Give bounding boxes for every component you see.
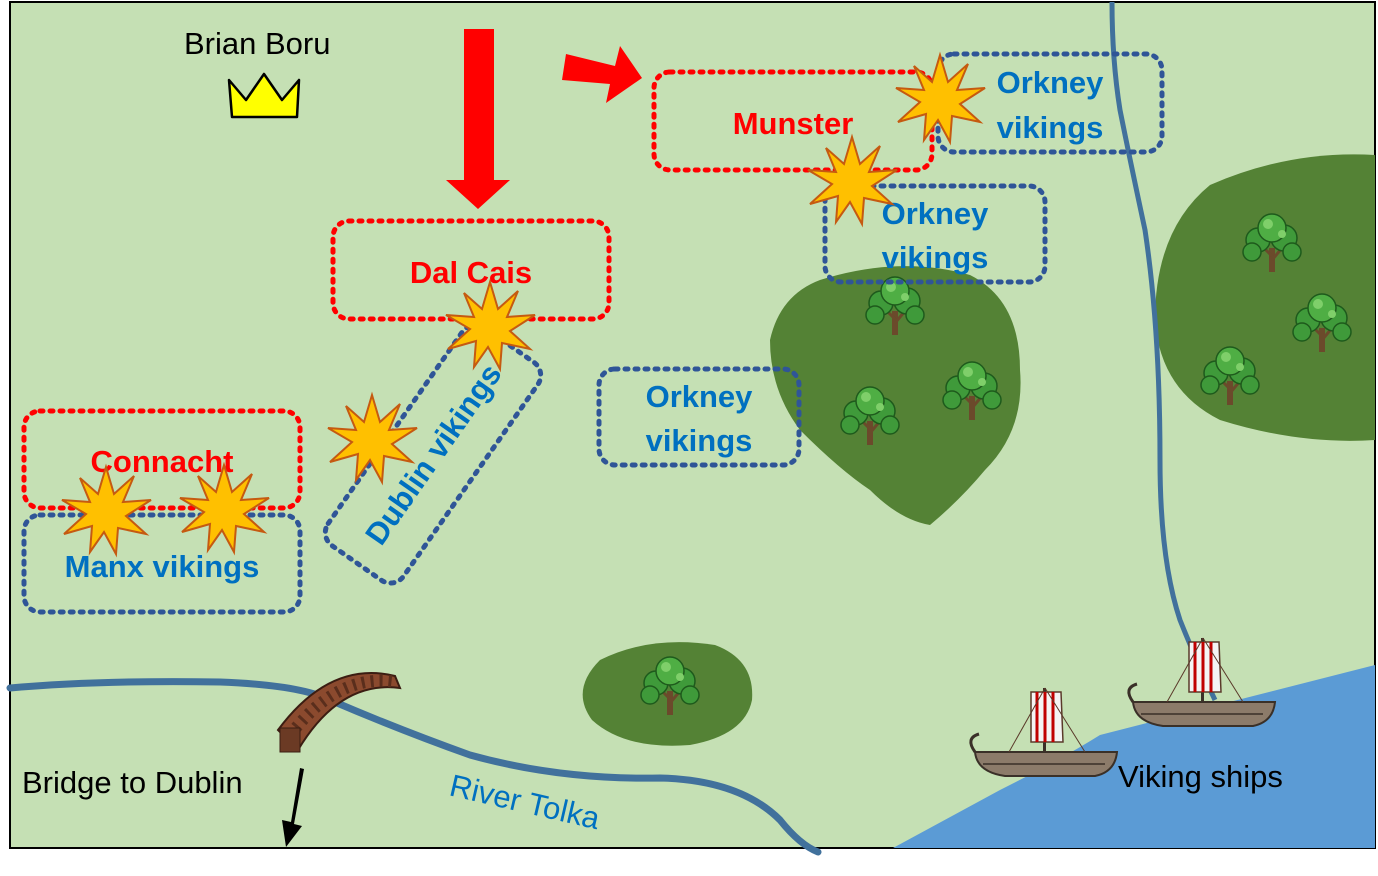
bridge-icon [276,672,402,753]
leader-name: Brian Boru [184,26,330,61]
arrow-down-icon [282,768,304,847]
bridge-label: Bridge to Dublin [22,765,243,800]
force-orkney-3: Orkney vikings [596,366,802,468]
river-north [1109,1,1218,702]
force-label: Orkney [882,196,990,231]
ships-label: Viking ships [1118,759,1283,794]
force-label: Connacht [91,444,234,479]
force-label: Orkney [646,379,754,414]
force-label: vikings [997,110,1104,145]
force-connacht: Connacht [21,408,303,511]
force-label: Munster [733,106,854,141]
force-label: Dal Cais [410,255,532,290]
arrow-down-icon [446,29,510,209]
force-label: Manx vikings [65,549,260,584]
force-label: vikings [646,423,753,458]
force-label: Orkney [997,65,1105,100]
force-manx: Manx vikings [21,512,303,615]
crown-icon [227,72,301,119]
force-label: vikings [882,240,989,275]
arrow-right-icon [562,46,642,103]
forest-central [770,266,1021,525]
force-orkney-2: Orkney vikings [822,183,1048,285]
river-tolka [6,678,822,856]
